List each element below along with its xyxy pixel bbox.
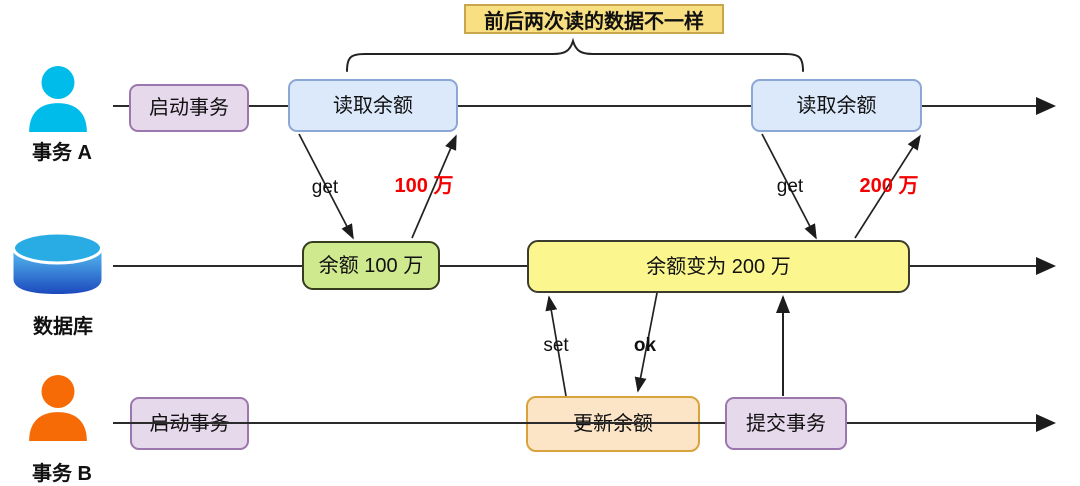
- box-balance-changed-200: 余额变为 200 万: [527, 240, 910, 293]
- label-get-first: get: [311, 177, 339, 198]
- box-read-balance-first: 读取余额: [288, 79, 458, 132]
- label-result-first: 100 万: [394, 175, 454, 197]
- annotation-label: 前后两次读的数据不一样: [464, 4, 724, 34]
- box-commit-transaction: 提交事务: [725, 397, 847, 450]
- arrow-set: [545, 295, 567, 397]
- arrow-get-second: [761, 133, 817, 240]
- actor-label-database: 数据库: [33, 316, 93, 338]
- actor-label-transaction-b: 事务 B: [32, 463, 92, 485]
- label-get-second: get: [776, 176, 804, 197]
- arrow-result-second: [854, 134, 921, 239]
- arrow-ok: [634, 292, 658, 393]
- box-balance-100: 余额 100 万: [302, 241, 440, 290]
- label-result-second: 200 万: [859, 175, 919, 197]
- curly-brace: [346, 37, 804, 72]
- database-icon: [12, 232, 103, 294]
- label-set: set: [543, 335, 569, 356]
- arrow-get-first: [298, 133, 354, 240]
- box-read-balance-second: 读取余额: [751, 79, 922, 132]
- arrow-result-first: [411, 134, 457, 239]
- box-start-transaction-a: 启动事务: [129, 84, 249, 132]
- label-ok: ok: [633, 335, 657, 356]
- actor-label-transaction-a: 事务 A: [32, 142, 92, 164]
- user-icon-transaction-b: [29, 375, 87, 441]
- user-icon-transaction-a: [29, 66, 87, 132]
